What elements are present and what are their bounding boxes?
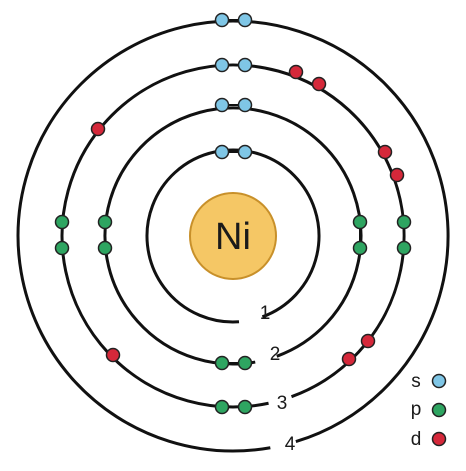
- shell-3-d-electron: [360, 333, 376, 349]
- shell-2-p-electron: [237, 355, 253, 371]
- s-orbital-dot-icon: [431, 373, 447, 389]
- shell-3-p-electron: [54, 240, 70, 256]
- shell-labels: 1 2 3 4: [260, 303, 296, 455]
- shell-3-d-electron: [288, 64, 304, 80]
- element-symbol: Ni: [215, 216, 251, 258]
- shell-3-s-electron: [214, 57, 230, 73]
- shell-2-p-electron: [97, 214, 113, 230]
- p-orbital-dot-icon: [431, 402, 447, 418]
- shell-2-p-electron: [352, 214, 368, 230]
- shell-2-s-electron: [237, 97, 253, 113]
- shell-2-p-electron: [352, 240, 368, 256]
- shell-2-p-electron: [97, 240, 113, 256]
- legend-s-label: s: [411, 371, 421, 392]
- shell-4-label: 4: [285, 434, 296, 455]
- shell-3-d-electron: [90, 121, 106, 137]
- shell-3-d-electron: [389, 167, 405, 183]
- shell-3-d-electron: [377, 144, 393, 160]
- shell-4-orbit: [16, 19, 450, 453]
- legend: s p d: [411, 371, 447, 450]
- d-orbital-dot-icon: [431, 431, 447, 447]
- shell-2-label: 2: [270, 344, 281, 365]
- shell-3-p-electron: [214, 399, 230, 415]
- shell-3-p-electron: [54, 214, 70, 230]
- shell-3-d-electron: [341, 351, 357, 367]
- shell-4-s-electron: [237, 12, 253, 28]
- shell-1-s-electron: [237, 144, 253, 160]
- shell-2-p-electron: [214, 355, 230, 371]
- shell-3-p-electron: [237, 399, 253, 415]
- shell-2-orbit: [103, 106, 363, 366]
- legend-p-label: p: [411, 399, 422, 420]
- shell-1-s-electron: [214, 144, 230, 160]
- nucleus: Ni: [189, 192, 277, 280]
- shell-3-p-electron: [396, 240, 412, 256]
- shell-4-s-electron: [214, 12, 230, 28]
- nucleus-circle: [189, 192, 277, 280]
- shell-1-label: 1: [260, 303, 271, 324]
- shell-3-p-electron: [396, 214, 412, 230]
- shell-3-d-electron: [311, 76, 327, 92]
- shell-3-d-electron: [105, 347, 121, 363]
- electrons: [54, 12, 412, 415]
- shell-3-label: 3: [277, 393, 288, 414]
- legend-d-label: d: [411, 429, 422, 450]
- shell-3-s-electron: [237, 57, 253, 73]
- shell-2-s-electron: [214, 97, 230, 113]
